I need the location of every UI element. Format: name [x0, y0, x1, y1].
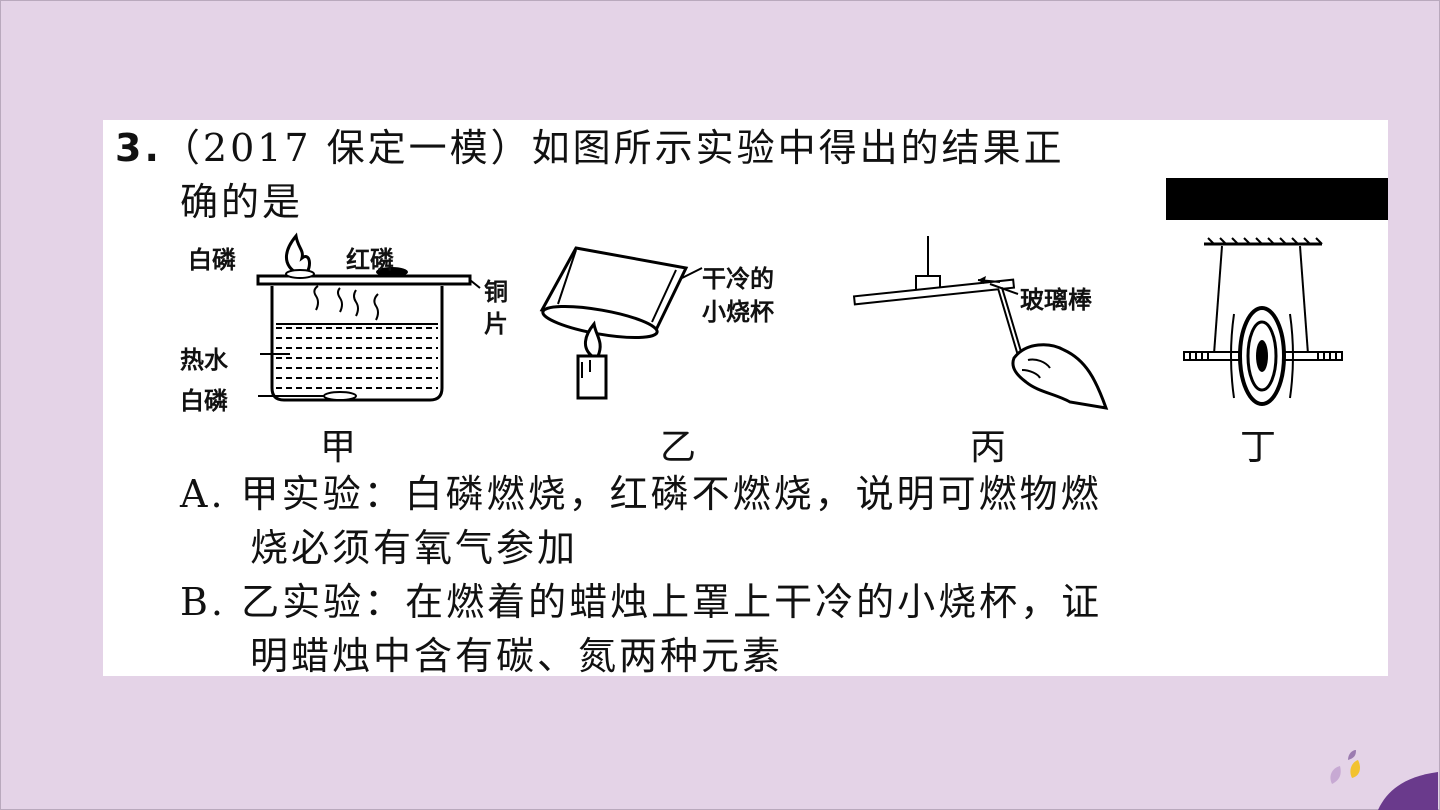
question-stem-2: 确的是 — [180, 180, 304, 224]
label-white-phosphorus-top: 白磷 — [188, 246, 236, 274]
question-stem-1: （2017 保定一模）如图所示实验中得出的结果正 — [161, 126, 1065, 170]
label-small-beaker: 小烧杯 — [702, 298, 774, 326]
figure-yi-apparatus — [539, 246, 703, 400]
option-b-line-2: 明蜡烛中含有碳、氮两种元素 — [250, 634, 784, 678]
label-dry-cold: 干冷的 — [702, 265, 774, 293]
label-copper-1: 铜 — [484, 278, 508, 306]
question-number: 3. — [115, 126, 162, 170]
caption-jia: 甲 — [320, 427, 357, 468]
figure-ding-apparatus — [1183, 237, 1343, 406]
redaction-box — [1166, 178, 1388, 220]
figure-jia-apparatus — [256, 232, 481, 402]
option-b-line-1: B. 乙实验：在燃着的蜡烛上罩上干冷的小烧杯，证 — [180, 580, 1103, 624]
caption-yi: 乙 — [660, 427, 697, 468]
corner-leaf-decoration — [1330, 750, 1438, 810]
label-red-phosphorus: 红磷 — [346, 246, 394, 274]
label-white-phosphorus-bottom: 白磷 — [180, 387, 228, 415]
caption-ding: 丁 — [1240, 427, 1277, 468]
label-hot-water: 热水 — [180, 346, 228, 374]
option-a-line-2: 烧必须有氧气参加 — [250, 526, 579, 570]
caption-bing: 丙 — [970, 427, 1007, 468]
label-glass-rod: 玻璃棒 — [1020, 286, 1092, 314]
label-copper-2: 片 — [484, 310, 508, 338]
option-a-line-1: A. 甲实验：白磷燃烧，红磷不燃烧，说明可燃物燃 — [180, 472, 1102, 516]
question-line-1: 3.（2017 保定一模）如图所示实验中得出的结果正 — [115, 124, 1065, 172]
figure-bing-apparatus — [852, 236, 1109, 410]
